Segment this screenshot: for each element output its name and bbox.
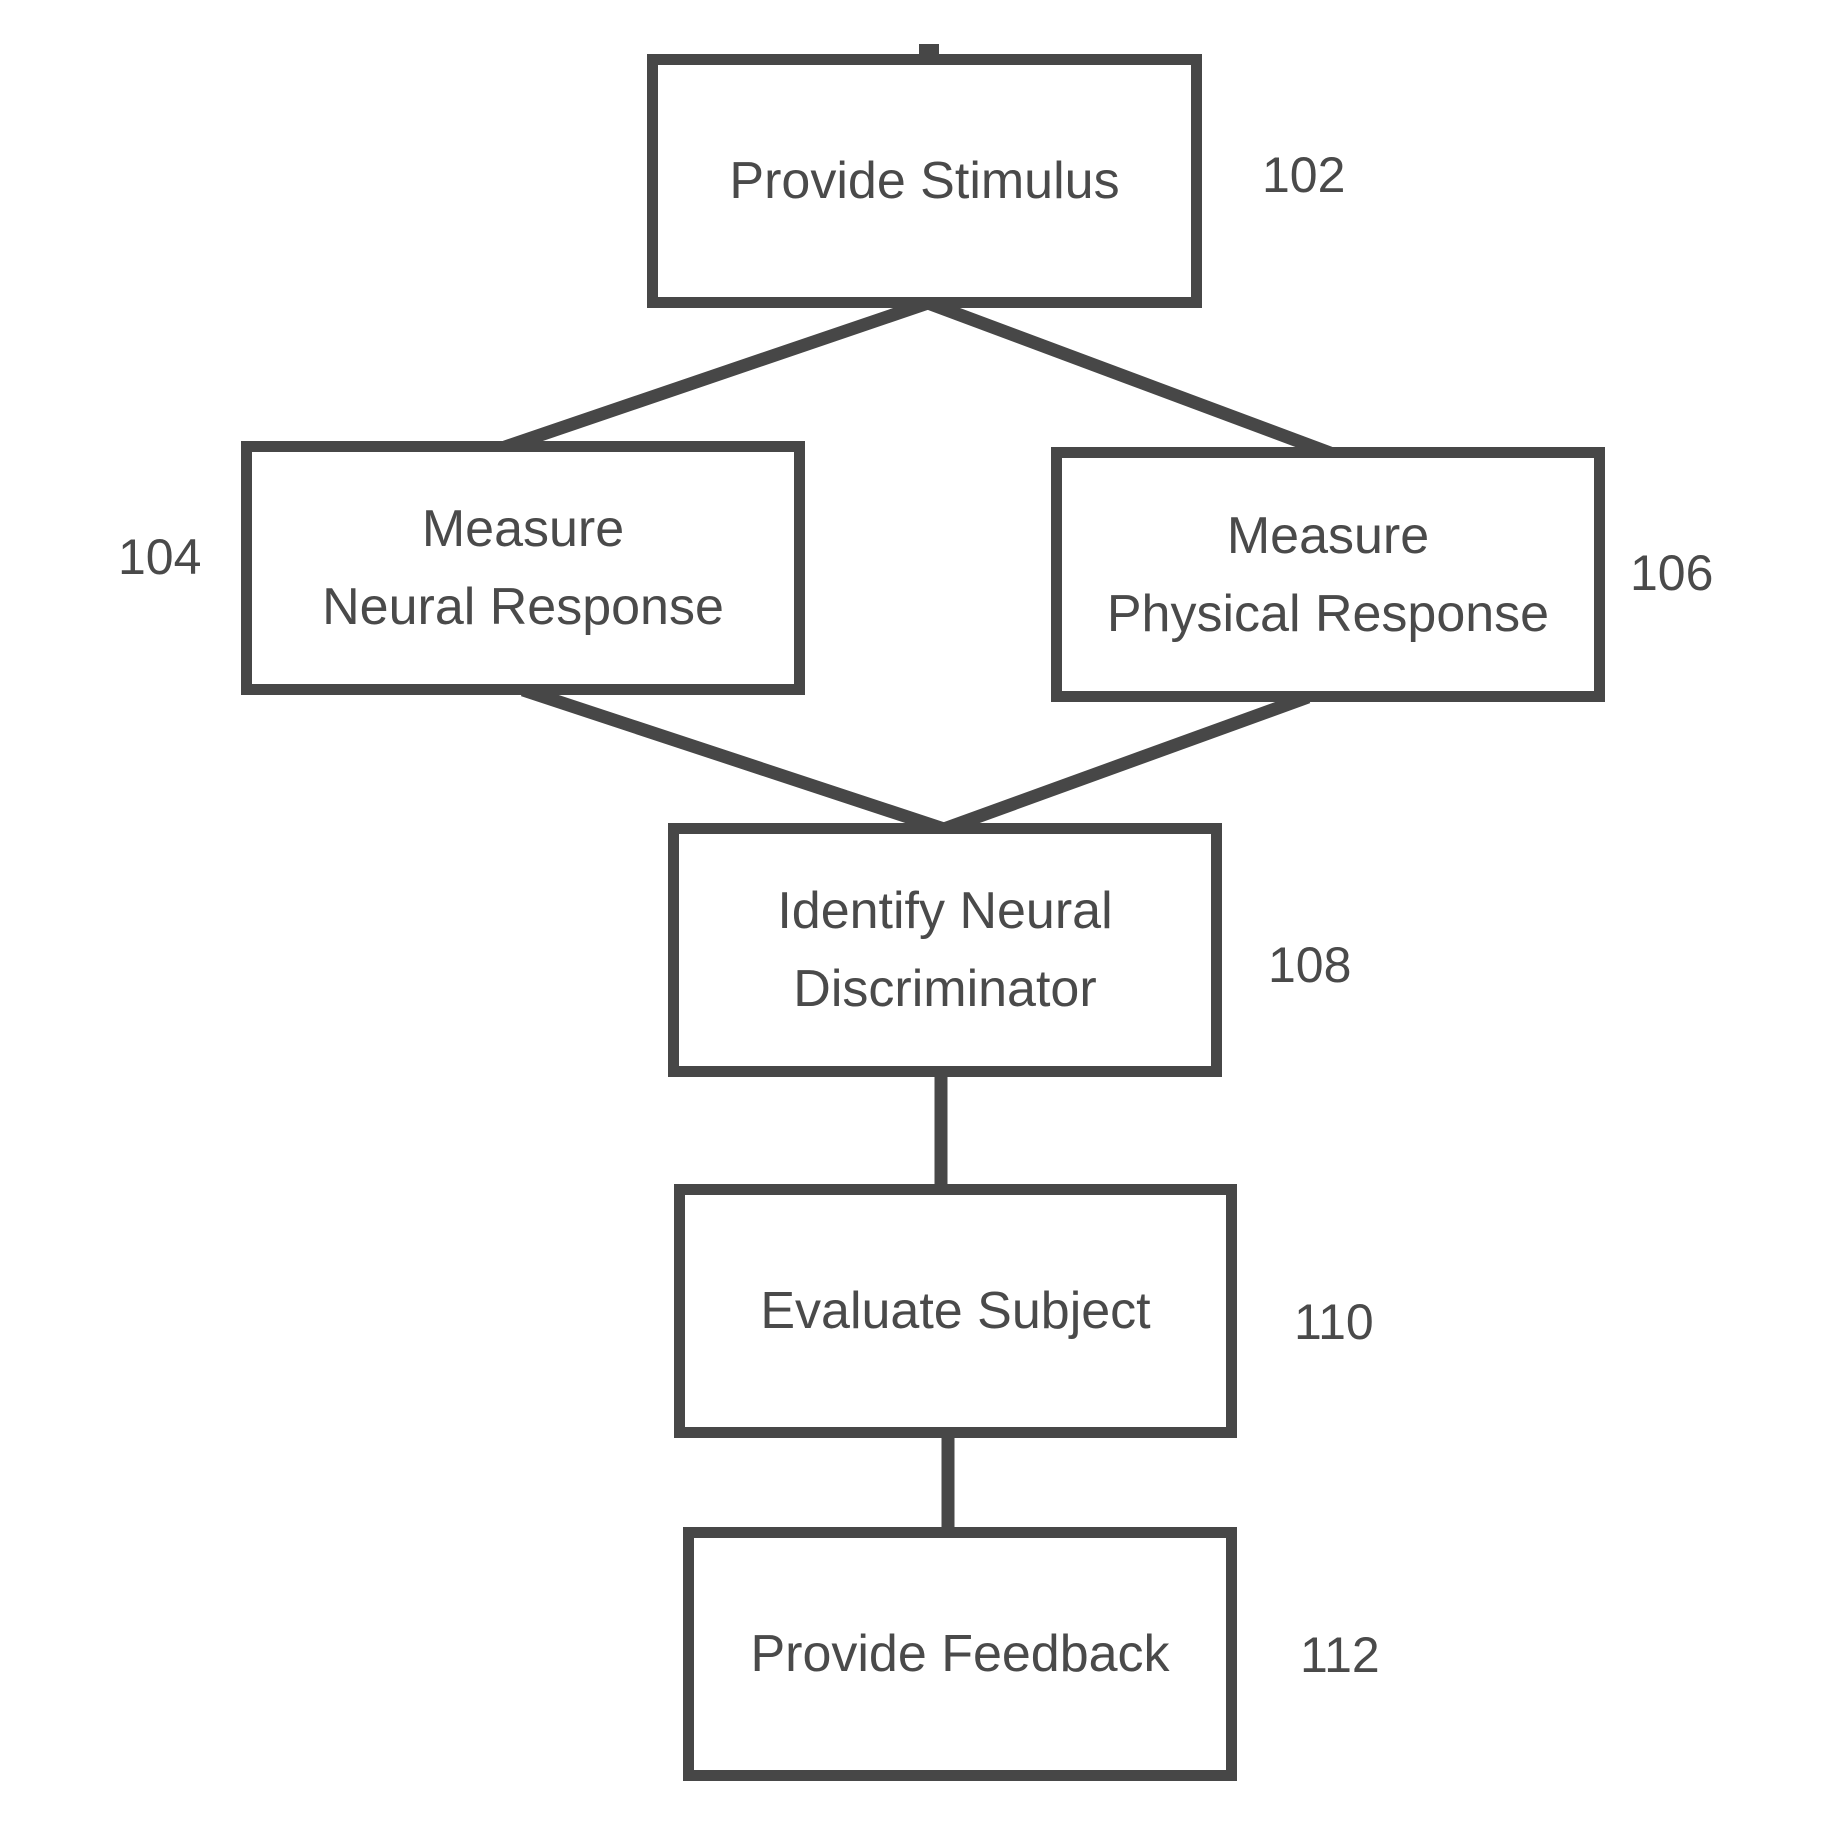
edge-104-108 bbox=[520, 683, 947, 836]
box-label-line: Physical Response bbox=[1106, 584, 1550, 643]
box-label-provide-stimulus: Provide Stimulus bbox=[729, 142, 1119, 220]
edge-102-106 bbox=[925, 296, 1333, 460]
box-label-line: Measure bbox=[1226, 506, 1430, 565]
ref-label-106: 106 bbox=[1630, 545, 1714, 601]
box-label-line: Provide Stimulus bbox=[729, 152, 1120, 210]
flowchart-box-measure-neural-response: Measure Neural Response bbox=[241, 441, 805, 695]
box-label-line: Identify Neural bbox=[777, 882, 1113, 940]
ref-label-110: 110 bbox=[1294, 1294, 1374, 1350]
ref-label-112: 112 bbox=[1300, 1627, 1380, 1683]
ref-label-104: 104 bbox=[118, 529, 202, 585]
flowchart-box-provide-stimulus: Provide Stimulus bbox=[647, 54, 1202, 308]
edge-102-104 bbox=[502, 296, 931, 454]
ref-label-108: 108 bbox=[1268, 937, 1352, 993]
box-label-identify-neural-discriminator: Identify Neural Discriminator bbox=[777, 872, 1112, 1028]
ref-label-102: 102 bbox=[1262, 147, 1346, 203]
box-label-measure-neural-response: Measure Neural Response bbox=[322, 490, 724, 646]
box-label-line: Neural Response bbox=[322, 578, 724, 636]
box-label-line: Evaluate Subject bbox=[760, 1282, 1151, 1340]
box-label-evaluate-subject: Evaluate Subject bbox=[760, 1272, 1150, 1350]
box-label-line: Provide Feedback bbox=[750, 1625, 1170, 1683]
box-label-line: Measure bbox=[421, 500, 625, 558]
flowchart-box-identify-neural-discriminator: Identify Neural Discriminator bbox=[668, 823, 1222, 1077]
box-label-measure-physical-response: Measure Physical Response bbox=[1107, 497, 1549, 653]
scan-notch bbox=[919, 44, 939, 56]
flowchart-box-evaluate-subject: Evaluate Subject bbox=[674, 1184, 1237, 1438]
flowchart-box-measure-physical-response: Measure Physical Response bbox=[1051, 447, 1605, 702]
flowchart-box-provide-feedback: Provide Feedback bbox=[683, 1527, 1237, 1781]
edge-106-108 bbox=[941, 690, 1311, 836]
box-label-line: Discriminator bbox=[793, 960, 1097, 1018]
box-label-provide-feedback: Provide Feedback bbox=[750, 1615, 1169, 1693]
